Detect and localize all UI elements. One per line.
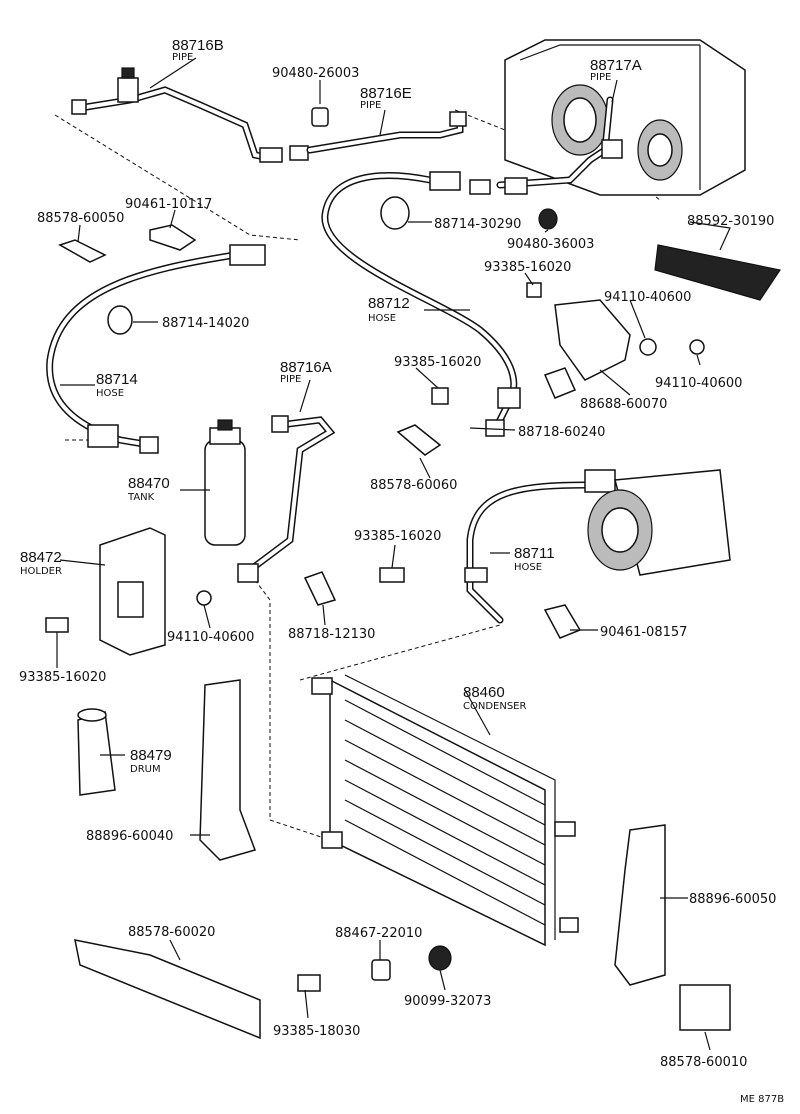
drum-88479 [77,708,116,796]
label-88472-name: HOLDER [20,566,62,577]
condenser-88460 [311,674,579,947]
label-88479: 88479 [130,747,172,764]
holder-88472 [99,527,166,656]
label-88717A-name: PIPE [590,72,611,83]
label-90099-32073: 90099-32073 [404,994,491,1009]
footer-code: ME 877B [740,1094,784,1105]
evaporator-unit [504,39,746,196]
label-90480-36003: 90480-36003 [507,237,594,252]
pipe-88716E [306,107,467,154]
label-88470-name: TANK [127,492,155,503]
pipe-88716B [71,67,309,163]
label-88711: 88711 [514,545,555,562]
label-88714-30290: 88714-30290 [434,217,521,232]
label-88712: 88712 [368,295,410,312]
hose-88711 [464,469,616,624]
label-88592-30190: 88592-30190 [687,214,774,229]
label-88718-60240: 88718-60240 [518,425,605,440]
label-88479-name: DRUM [130,764,161,775]
label-90461-08157: 90461-08157 [600,625,687,640]
label-88712-name: HOSE [368,313,396,324]
label-88896-60050: 88896-60050 [689,892,776,907]
label-93385-18030: 93385-18030 [273,1024,360,1039]
label-88472: 88472 [20,549,62,566]
label-88460-name: CONDENSER [463,701,526,712]
label-88578-60010: 88578-60010 [660,1055,747,1070]
label-88711-name: HOSE [514,562,542,573]
label-88896-60040: 88896-60040 [86,829,173,844]
leader-lines [56,57,731,1051]
label-88470: 88470 [128,475,170,492]
label-88716B: 88716B [172,37,224,54]
hose-88714 [46,244,266,454]
label-88716A: 88716A [280,359,332,376]
label-88714-14020: 88714-14020 [162,316,249,331]
label-93385-16020-a: 93385-16020 [484,260,571,275]
label-88578-60020: 88578-60020 [128,925,215,940]
label-88716E-name: PIPE [360,100,381,111]
label-88716B-name: PIPE [172,52,193,63]
label-94110-40600-c: 94110-40600 [167,630,254,645]
label-88688-60070: 88688-60070 [580,397,667,412]
label-88716A-name: PIPE [280,374,301,385]
label-88578-60060: 88578-60060 [370,478,457,493]
label-94110-40600-b: 94110-40600 [655,376,742,391]
bracket-88896-60040 [199,679,256,861]
label-88717A: 88717A [590,57,642,74]
label-88714: 88714 [96,371,138,388]
tank-88470 [204,419,246,546]
label-93385-16020-d: 93385-16020 [19,670,106,685]
label-88714-name: HOSE [96,388,124,399]
part-labels: 88716B PIPE 90480-26003 88716E PIPE 8871… [19,37,784,1105]
label-88718-12130: 88718-12130 [288,627,375,642]
label-88716E: 88716E [360,85,412,102]
label-88467-22010: 88467-22010 [335,926,422,941]
bottom-small-parts [74,939,731,1040]
label-90480-26003: 90480-26003 [272,66,359,81]
pipe-88717A [496,96,623,195]
label-88460: 88460 [463,684,505,701]
compressor [587,469,731,576]
label-88578-60050: 88578-60050 [37,211,124,226]
bracket-88896-60050 [614,824,666,986]
label-93385-16020-c: 93385-16020 [354,529,441,544]
label-94110-40600-a: 94110-40600 [604,290,691,305]
label-90461-10117: 90461-10117 [125,197,212,212]
label-93385-16020-b: 93385-16020 [394,355,481,370]
hose-88712 [321,171,521,437]
upper-small-parts [45,196,781,639]
pipe-88716A [237,415,336,583]
